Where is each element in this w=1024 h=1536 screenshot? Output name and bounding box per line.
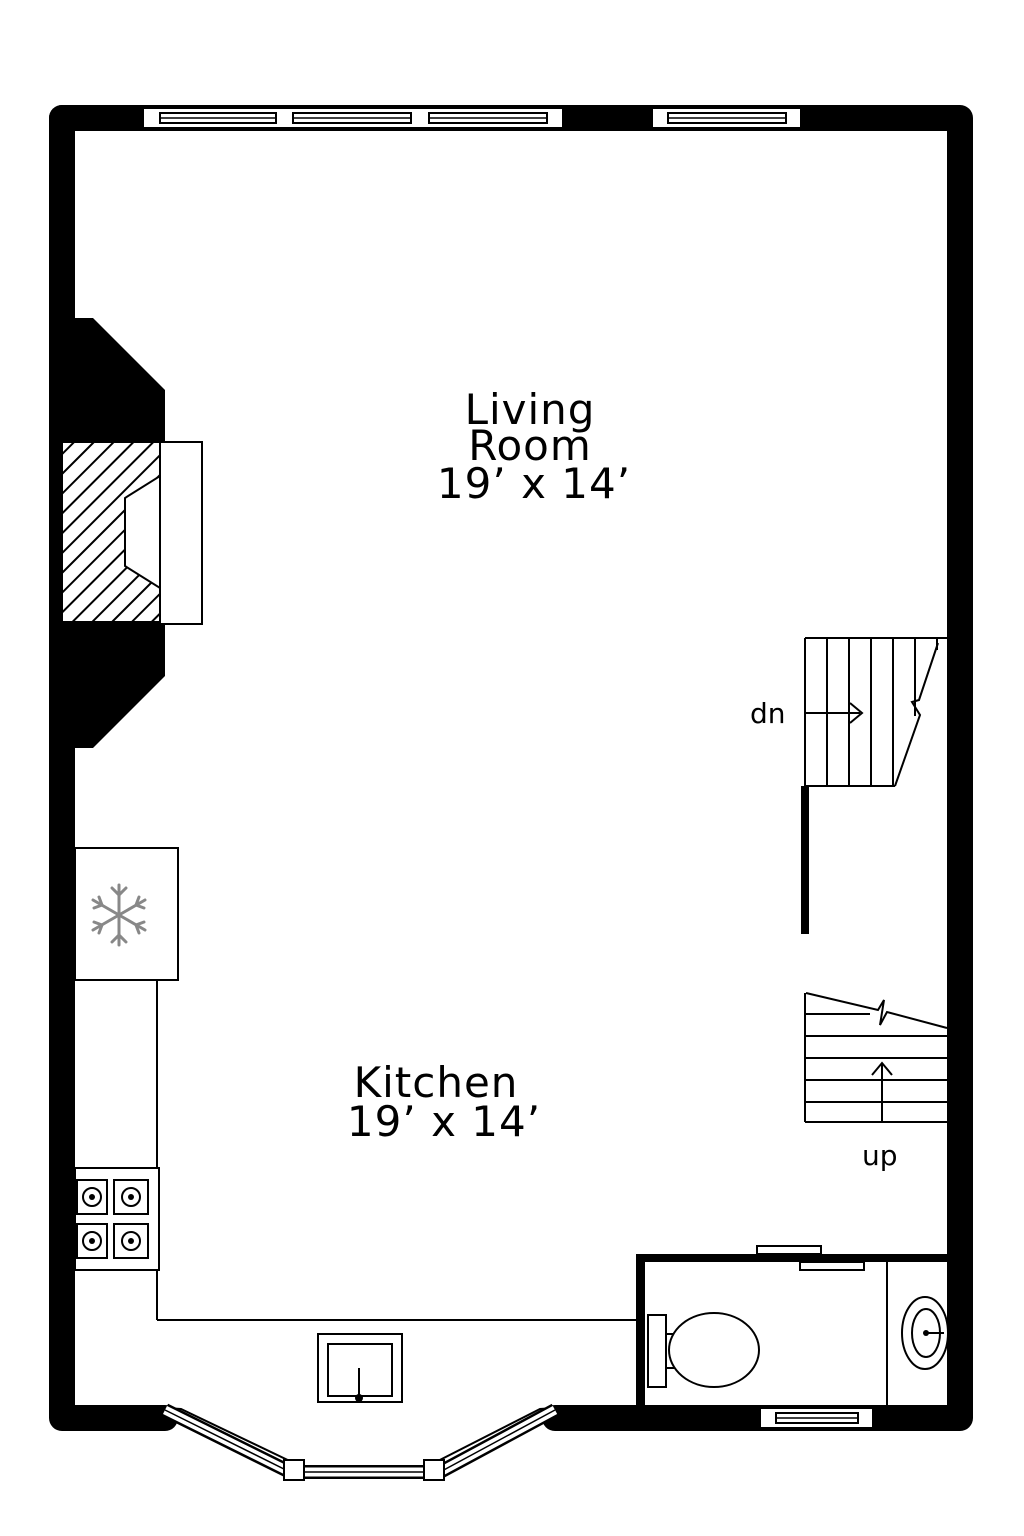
kitchen-counters bbox=[156, 980, 640, 1321]
bathroom-window bbox=[759, 1407, 874, 1429]
living-room-label: Living Room 19’ x 14’ bbox=[437, 385, 631, 508]
burner-icon bbox=[76, 1179, 108, 1215]
exterior-walls bbox=[49, 105, 973, 1431]
snowflake-icon bbox=[91, 883, 147, 947]
refrigerator bbox=[74, 847, 179, 981]
toilet bbox=[647, 1312, 760, 1388]
stairs-down-label: dn bbox=[750, 697, 786, 730]
stove bbox=[74, 1167, 160, 1271]
burner-icon bbox=[76, 1223, 108, 1259]
stairs-up-label: up bbox=[862, 1139, 898, 1172]
living-room-size: 19’ x 14’ bbox=[437, 459, 631, 508]
bathroom-sink bbox=[901, 1296, 949, 1370]
stairs-down bbox=[804, 637, 947, 787]
kitchen-sink bbox=[317, 1333, 403, 1403]
top-windows bbox=[142, 107, 802, 129]
kitchen-size: 19’ x 14’ bbox=[347, 1097, 541, 1146]
kitchen-name: Kitchen bbox=[354, 1058, 519, 1107]
burner-icon bbox=[113, 1223, 149, 1259]
living-room-name-line2: Room bbox=[468, 421, 592, 470]
bathroom bbox=[636, 1245, 960, 1405]
living-room-name: Living bbox=[465, 385, 596, 434]
fireplace bbox=[61, 318, 203, 748]
stairs-up bbox=[804, 992, 948, 1123]
burner-icon bbox=[113, 1179, 149, 1215]
bay-window bbox=[161, 1403, 559, 1481]
kitchen-label: Kitchen 19’ x 14’ bbox=[347, 1058, 541, 1146]
